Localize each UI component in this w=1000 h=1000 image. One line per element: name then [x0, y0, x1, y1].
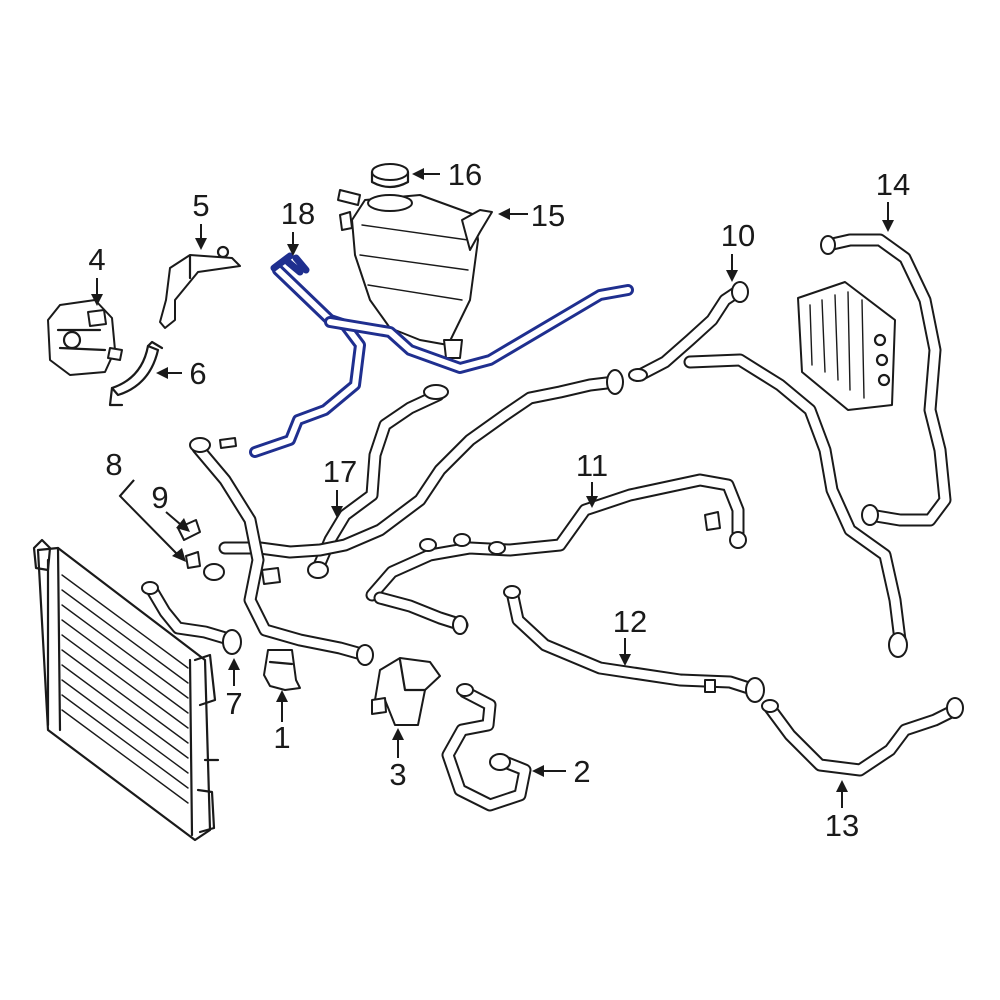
callout-17: 17 — [323, 454, 357, 518]
fittings — [141, 235, 964, 771]
callout-2: 2 — [532, 754, 591, 789]
callout-1-label: 1 — [273, 720, 290, 755]
reservoir-cap-part-16 — [370, 163, 410, 189]
callout-18: 18 — [281, 196, 315, 256]
callout-8-label: 8 — [105, 447, 122, 482]
highlighted-hose-part-18 — [249, 252, 634, 458]
callout-3: 3 — [389, 728, 407, 792]
radiator — [32, 538, 220, 842]
callout-6-label: 6 — [189, 356, 206, 391]
callout-14-label: 14 — [876, 167, 910, 202]
callout-15-label: 15 — [531, 198, 565, 233]
coolant-reservoir-part-15 — [337, 189, 493, 359]
callout-12-label: 12 — [613, 604, 647, 639]
callout-2-label: 2 — [573, 754, 590, 789]
callout-4: 4 — [88, 242, 106, 306]
callout-4-label: 4 — [88, 242, 105, 277]
callout-6: 6 — [156, 356, 207, 391]
callout-7-label: 7 — [225, 686, 242, 721]
callout-9: 9 — [151, 480, 190, 532]
callout-18-label: 18 — [281, 196, 315, 231]
callout-5-label: 5 — [192, 188, 209, 223]
callout-17-label: 17 — [323, 454, 357, 489]
callout-16: 16 — [412, 157, 482, 192]
callouts: 1 2 3 4 5 6 7 — [88, 157, 910, 843]
callout-11-label: 11 — [576, 448, 608, 483]
water-pump-part-4 — [47, 299, 123, 376]
hose-network — [145, 233, 962, 812]
callout-8: 8 — [105, 447, 186, 562]
callout-9-label: 9 — [151, 480, 168, 515]
callout-7: 7 — [225, 658, 243, 721]
callout-11: 11 — [576, 448, 608, 508]
callout-1: 1 — [273, 690, 291, 755]
callout-5: 5 — [192, 188, 210, 250]
callout-13: 13 — [825, 780, 859, 843]
clamp-part-6 — [108, 340, 164, 407]
bracket-part-5 — [159, 245, 241, 329]
callout-12: 12 — [613, 604, 647, 666]
callout-15: 15 — [498, 198, 565, 233]
callout-10: 10 — [721, 218, 755, 282]
callout-13-label: 13 — [825, 808, 859, 843]
callout-3-label: 3 — [389, 757, 406, 792]
callout-14: 14 — [876, 167, 910, 232]
callout-16-label: 16 — [448, 157, 482, 192]
callout-10-label: 10 — [721, 218, 755, 253]
